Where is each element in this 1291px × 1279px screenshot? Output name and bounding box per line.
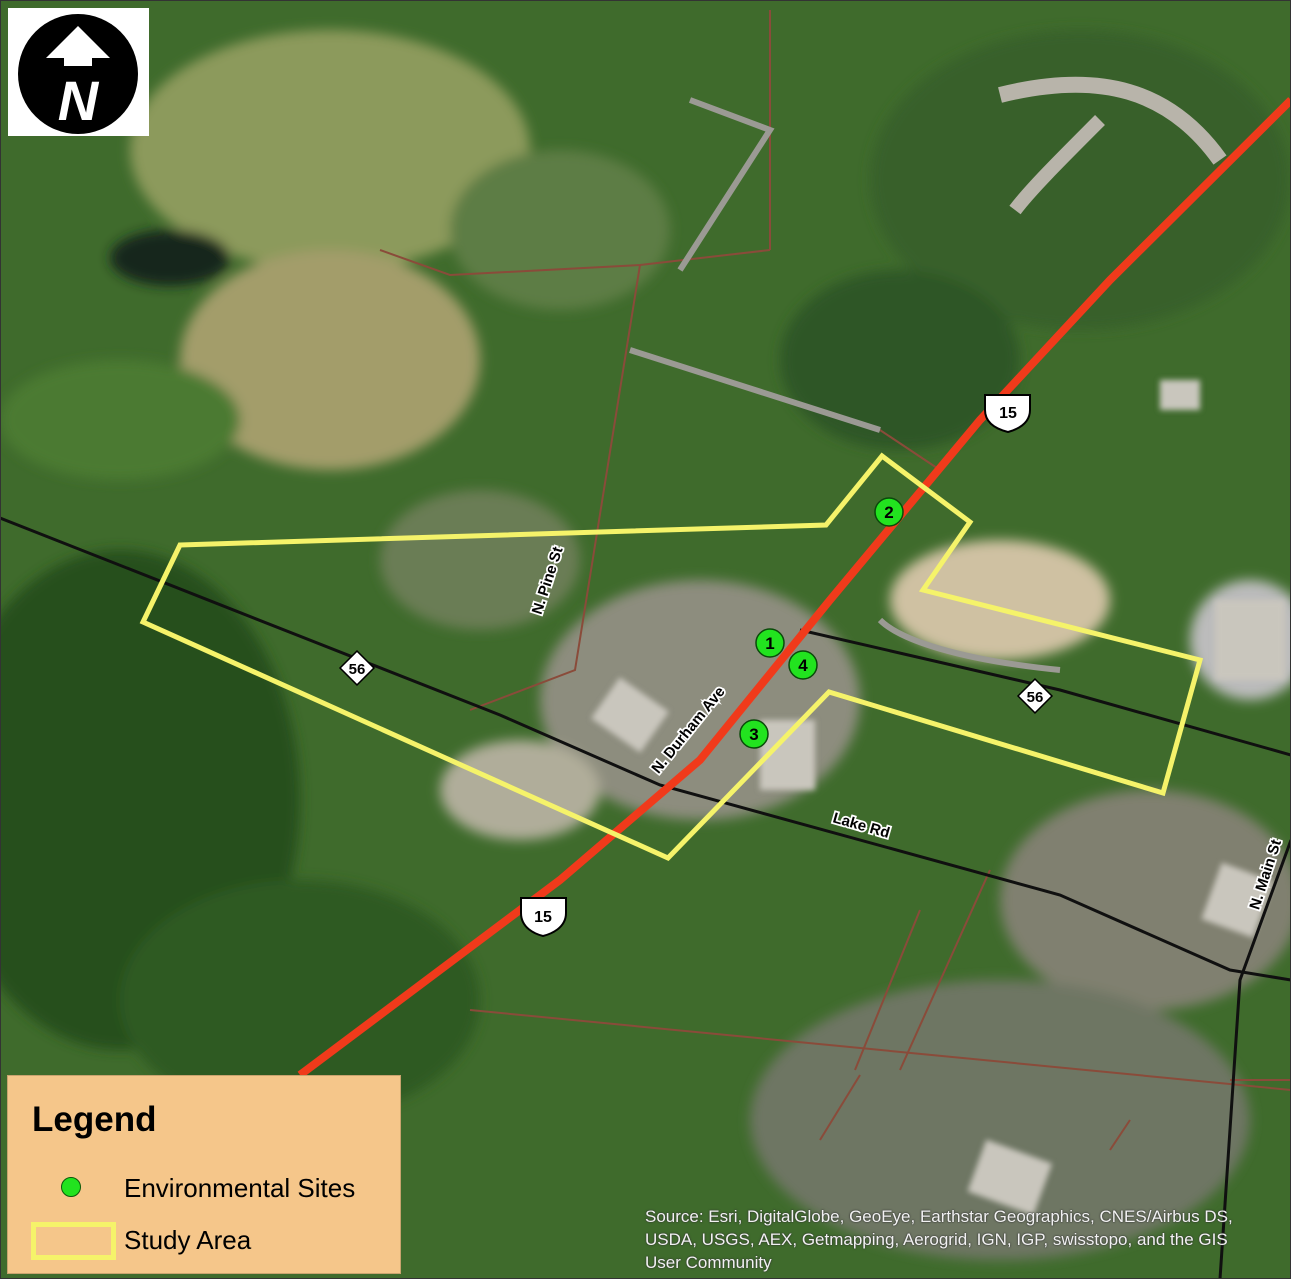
map-legend: Legend Environmental Sites Study Area — [7, 1075, 401, 1274]
us15-shield-label-b: 15 — [534, 909, 552, 926]
north-arrow-icon: N — [18, 14, 138, 134]
environmental-site-3[interactable]: 3 — [739, 719, 769, 749]
north-arrow: N — [8, 8, 149, 136]
us15-shield-label-a: 15 — [999, 405, 1017, 422]
legend-item-study-area: Study Area — [28, 1220, 251, 1260]
svg-text:1: 1 — [765, 634, 774, 653]
legend-title: Legend — [32, 1100, 157, 1139]
legend-item-label: Study Area — [124, 1224, 252, 1255]
svg-text:4: 4 — [798, 656, 808, 675]
svg-text:2: 2 — [884, 503, 893, 522]
nc56-label-b: 56 — [1027, 689, 1044, 706]
us-route-shield — [984, 394, 1031, 434]
north-letter: N — [58, 69, 100, 132]
legend-item-environmental-sites: Environmental Sites — [28, 1168, 355, 1208]
legend-item-label: Environmental Sites — [124, 1172, 356, 1203]
yellow-box-icon — [31, 1222, 116, 1260]
imagery-credits: Source: Esri, DigitalGlobe, GeoEye, Eart… — [645, 1207, 1233, 1272]
environmental-site-2[interactable]: 2 — [874, 497, 904, 527]
environmental-site-1[interactable]: 1 — [755, 628, 785, 658]
svg-text:3: 3 — [749, 725, 758, 744]
green-dot-icon — [61, 1177, 81, 1197]
environmental-site-4[interactable]: 4 — [788, 650, 818, 680]
nc56-label-a: 56 — [349, 661, 366, 678]
